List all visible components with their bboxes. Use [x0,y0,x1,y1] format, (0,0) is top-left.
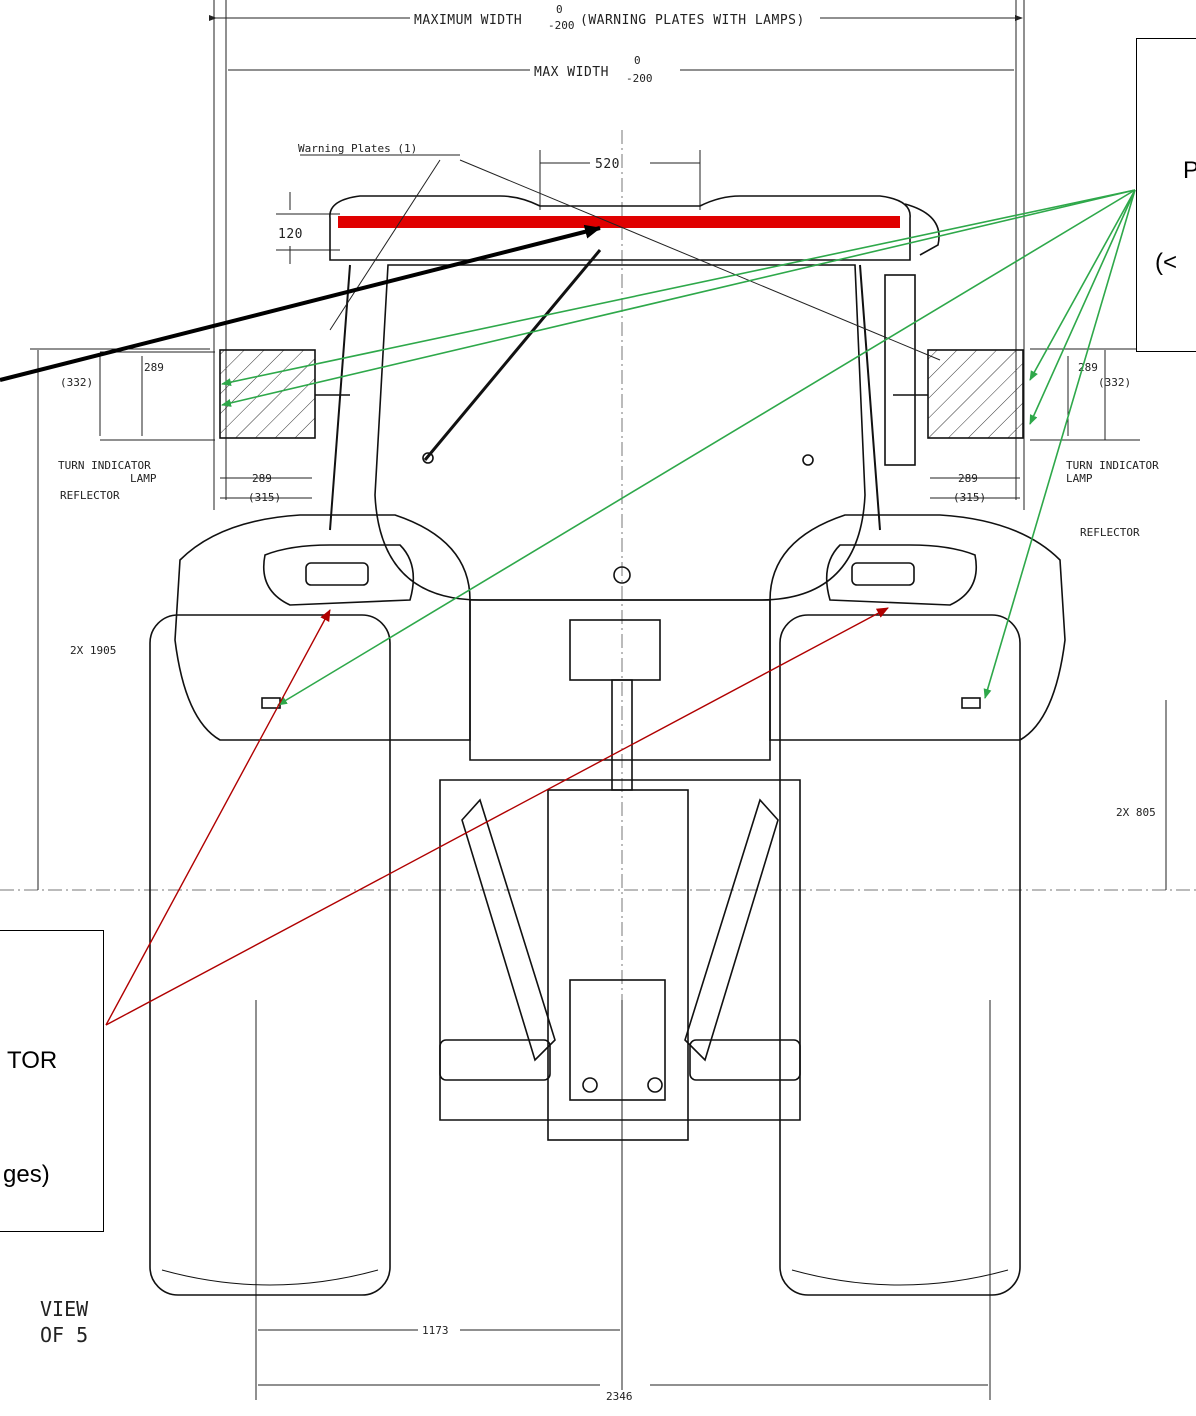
right-fender [769,514,1066,741]
left-fender [174,514,471,741]
right-lower-link [684,798,779,1062]
green-arrow-right-reflector [983,189,1136,699]
red-arrow-right-lamp [105,607,889,1026]
warning-plate-bar [338,216,900,228]
dim-289-bottom-right: 289 [958,472,978,485]
dim-315-bottom-right: (315) [953,491,986,504]
green-arrow-right-indicator-upper [1029,189,1136,381]
left-callout-line1: TOR [7,1047,58,1074]
reflector-right-label: REFLECTOR [1080,526,1140,539]
turn-indicator-left-1: TURN INDICATOR [58,459,151,472]
red-arrow-left-lamp [105,609,331,1026]
left-lower-link [461,798,556,1062]
dim-tol-top-1: 0 [556,3,563,16]
right-callout-box: P (< [1136,38,1196,352]
left-callout-line2: ges) [3,1161,50,1188]
dim-tol-bottom-1: -200 [548,19,575,32]
dim-805: 2X 805 [1116,806,1156,819]
turn-indicator-right-1: TURN INDICATOR [1066,459,1159,472]
rear-hitch [547,789,689,1141]
right-warning-plate [927,349,1024,439]
view-label: VIEW OF 5 [40,1296,88,1348]
black-arrow-warning-plate [0,224,601,382]
dim-332-right: (332) [1098,376,1131,389]
green-arrow-left-reflector [277,189,1136,706]
green-arrow-left-indicator-lower [221,189,1136,407]
dim-315-bottom-left: (315) [248,491,281,504]
right-rear-lamp [851,562,915,586]
warning-plates-label: Warning Plates (1) [298,142,417,155]
dim-warning-note: (WARNING PLATES WITH LAMPS) [580,13,805,28]
dim-tol-top-2: 0 [634,54,641,67]
turn-indicator-right-2: LAMP [1066,472,1093,485]
left-rear-lamp [305,562,369,586]
turn-indicator-left-2: LAMP [130,472,157,485]
dim-max-width-warning: MAXIMUM WIDTH [414,13,522,28]
right-rear-tire [779,614,1021,1296]
green-arrow-right-indicator-lower [1029,189,1136,425]
right-callout-line1: P [1183,157,1196,184]
dimension-labels: MAXIMUM WIDTH 0 -200 (WARNING PLATES WIT… [58,3,1159,1403]
dim-289-bottom-left: 289 [252,472,272,485]
tractor-outline [149,195,1066,1296]
dim-1905: 2X 1905 [70,644,116,657]
dim-tol-bottom-2: -200 [626,72,653,85]
warning-plate-leaders [300,154,941,361]
dim-332-left: (332) [60,376,93,389]
dim-max-width: MAX WIDTH [534,65,609,80]
view-label-line2: OF 5 [40,1323,89,1347]
roof [329,195,911,261]
reflector-left-label: REFLECTOR [60,489,120,502]
dim-1173: 1173 [422,1324,449,1337]
dim-2346: 2346 [606,1390,633,1403]
dim-120: 120 [278,227,303,242]
dim-520: 520 [595,157,620,172]
left-rear-tire [149,614,391,1296]
red-callout-arrows [105,607,889,1026]
left-callout-box: TOR ges) [0,930,104,1232]
green-arrow-left-indicator-upper [221,189,1136,387]
right-callout-line2: (< [1155,249,1178,276]
view-label-line1: VIEW [40,1297,89,1321]
green-callout-arrows [221,189,1136,706]
right-reflector [961,697,981,709]
dim-289-left: 289 [144,361,164,374]
